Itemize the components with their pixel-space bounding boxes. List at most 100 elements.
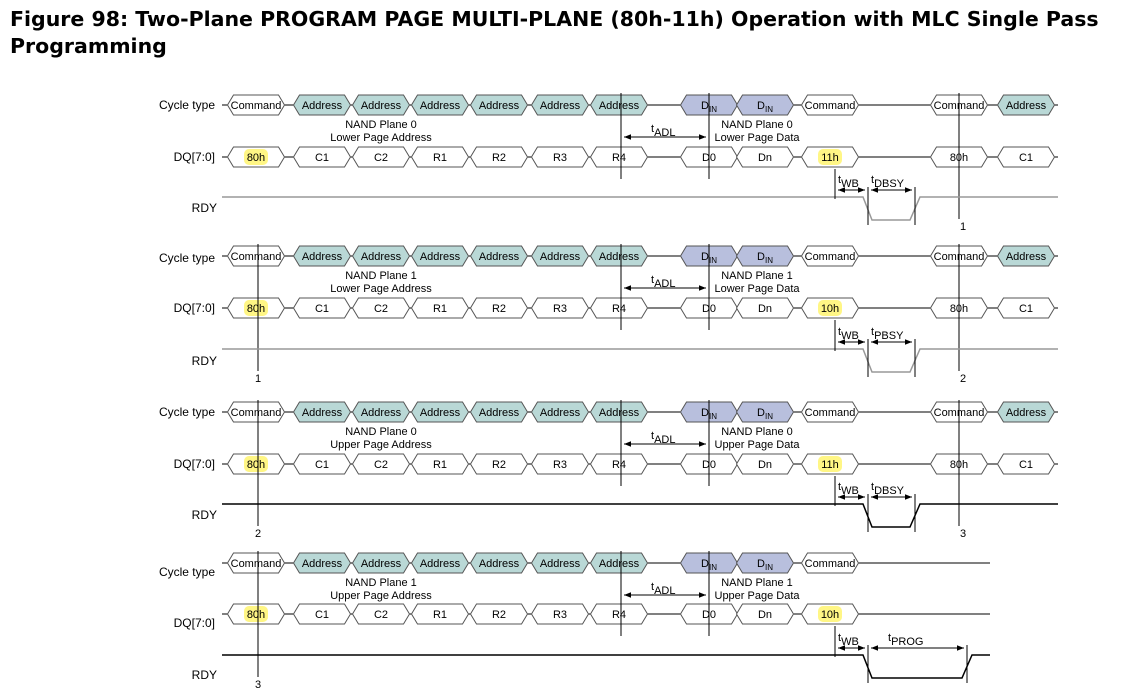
address-cycle-shape <box>410 401 470 423</box>
data-note-line1: NAND Plane 1 <box>721 270 793 282</box>
dq-value: C1 <box>315 303 329 315</box>
address-cycle-shape <box>410 552 470 574</box>
data-note-line1: NAND Plane 0 <box>721 426 793 438</box>
dq-value-shape <box>351 453 411 475</box>
address-cycle-label: Address <box>540 100 581 112</box>
tpbsy-label: tPBSY <box>871 326 904 342</box>
dq-value-shape <box>351 297 411 319</box>
command-cycle-label: Command <box>231 251 282 263</box>
din-cycle-label: DIN <box>757 100 773 114</box>
rdy-label: RDY <box>192 201 217 215</box>
highlight-marker <box>244 606 268 622</box>
address-cycle-label: Address <box>302 100 343 112</box>
dq-value: R3 <box>553 459 567 471</box>
dq-value-shape <box>469 453 529 475</box>
address-cycle-shape <box>469 552 529 574</box>
rdy-waveform <box>222 348 1058 373</box>
address-cycle-shape <box>351 245 411 267</box>
address-cycle-label: Address <box>599 558 640 570</box>
highlight-marker <box>818 456 842 472</box>
dq-value: R1 <box>433 459 447 471</box>
continuation-cycle-shape <box>996 401 1056 423</box>
address-cycle-label: Address <box>599 407 640 419</box>
din-cycle-shape <box>735 401 795 423</box>
rdy-label: RDY <box>192 508 217 522</box>
din-cycle-shape <box>735 245 795 267</box>
address-cycle-label: Address <box>302 251 343 263</box>
command-cycle-label: Command <box>805 407 856 419</box>
dq-value-shape <box>589 453 649 475</box>
dq-value-shape <box>530 297 590 319</box>
address-cycle-shape <box>351 94 411 116</box>
data-note-line2: Lower Page Data <box>715 132 801 144</box>
address-cycle-label: Address <box>302 558 343 570</box>
sync-marker-number: 2 <box>960 373 966 385</box>
twb-label: tWB <box>838 632 859 648</box>
data-note-line1: NAND Plane 0 <box>721 119 793 131</box>
dq-value: R3 <box>553 152 567 164</box>
data-note-line2: Upper Page Data <box>715 439 801 451</box>
twb-label: tWB <box>838 481 859 497</box>
address-cycle-label: Address <box>302 407 343 419</box>
dq-value-shape <box>735 603 795 625</box>
rdy-waveform <box>222 654 990 679</box>
cycle-type-label: Cycle type <box>159 98 215 112</box>
command-cycle-label: Command <box>805 100 856 112</box>
address-cycle-label: Address <box>479 251 520 263</box>
dq-value-shape <box>292 146 352 168</box>
address-cycle-shape <box>292 401 352 423</box>
address-note-line1: NAND Plane 0 <box>345 426 417 438</box>
address-cycle-label: Address <box>420 251 461 263</box>
cycle-type-label: Cycle type <box>159 251 215 265</box>
address-cycle-label: Address <box>420 100 461 112</box>
address-cycle-label: Address <box>479 100 520 112</box>
tadl-label: tADL <box>651 274 675 290</box>
address-note-line2: Upper Page Address <box>330 590 432 602</box>
command-code: 80h <box>247 303 265 315</box>
din-cycle-label: DIN <box>757 407 773 421</box>
address-cycle-label: Address <box>361 251 402 263</box>
address-note-line1: NAND Plane 1 <box>345 577 417 589</box>
din-cycle-shape <box>735 94 795 116</box>
tadl-label: tADL <box>651 430 675 446</box>
continuation-cycle-label: Address <box>1006 407 1047 419</box>
dq-label: DQ[7:0] <box>174 150 215 164</box>
address-cycle-label: Address <box>540 407 581 419</box>
data-note-line2: Upper Page Data <box>715 590 801 602</box>
dq-value-shape <box>530 603 590 625</box>
din-cycle-label: DIN <box>701 251 717 265</box>
sync-marker-number: 1 <box>960 221 966 233</box>
address-cycle-shape <box>530 552 590 574</box>
sync-marker-number: 2 <box>255 528 261 540</box>
command-cycle-shape <box>800 94 860 116</box>
continuation-dq-shape <box>996 453 1056 475</box>
command-cycle-label: Command <box>805 251 856 263</box>
highlight-marker <box>818 300 842 316</box>
address-cycle-label: Address <box>361 100 402 112</box>
dq-value: R4 <box>612 152 626 164</box>
command-cycle-label: Command <box>805 558 856 570</box>
twb-label: tWB <box>838 174 859 190</box>
address-cycle-label: Address <box>540 558 581 570</box>
din-cycle-shape <box>735 552 795 574</box>
cycle-type-label: Cycle type <box>159 565 215 579</box>
address-cycle-label: Address <box>599 251 640 263</box>
command-cycle-label: Command <box>231 100 282 112</box>
address-cycle-label: Address <box>599 100 640 112</box>
dq-label: DQ[7:0] <box>174 616 215 630</box>
dq-value: R2 <box>492 152 506 164</box>
command-cycle-shape <box>800 245 860 267</box>
continuation-dq-value: C1 <box>1019 459 1033 471</box>
address-cycle-label: Address <box>479 407 520 419</box>
address-cycle-shape <box>589 552 649 574</box>
continuation-cycle-shape <box>996 245 1056 267</box>
address-cycle-label: Address <box>361 558 402 570</box>
dq-value: Dn <box>758 609 772 621</box>
command-cycle-shape <box>800 401 860 423</box>
address-cycle-label: Address <box>420 558 461 570</box>
dq-value-shape <box>292 603 352 625</box>
dq-value: C2 <box>374 152 388 164</box>
address-cycle-shape <box>589 245 649 267</box>
